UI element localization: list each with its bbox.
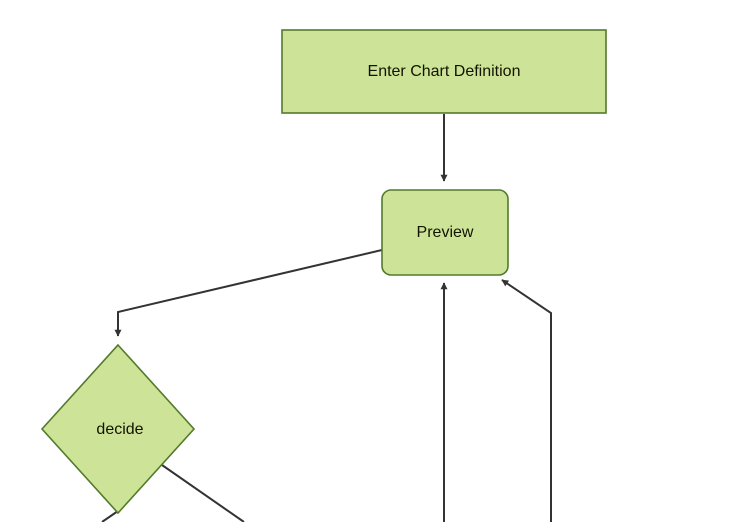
- edge-return-to-preview-right: [501, 279, 552, 522]
- node-decide[interactable]: decide: [40, 343, 196, 515]
- node-preview-label: Preview: [417, 224, 474, 241]
- edge-layer: [101, 114, 552, 522]
- node-enter-chart-definition[interactable]: Enter Chart Definition: [281, 29, 607, 114]
- edge-preview-to-decide: [114, 249, 383, 337]
- edge-decide-out-left: [101, 510, 119, 522]
- node-enter-chart-definition-label: Enter Chart Definition: [368, 63, 521, 80]
- node-preview[interactable]: Preview: [381, 189, 509, 276]
- node-decide-label: decide: [96, 421, 143, 438]
- edge-decide-out-right: [161, 464, 245, 522]
- node-decide-shape[interactable]: [40, 343, 196, 515]
- node-enter-chart-definition-shape[interactable]: [281, 29, 607, 114]
- node-preview-shape[interactable]: [381, 189, 509, 276]
